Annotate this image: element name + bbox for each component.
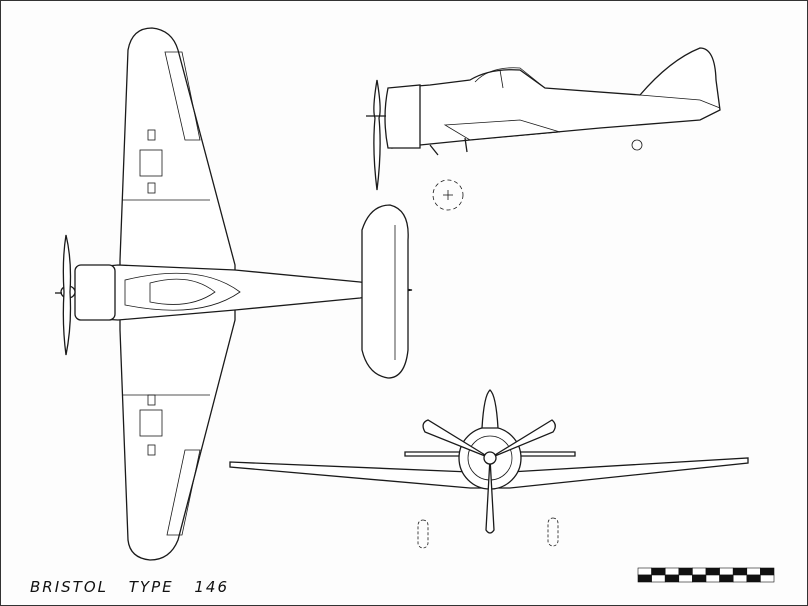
scale-bar-segment (678, 567, 693, 576)
front-view (229, 389, 749, 549)
scale-bar-segment (637, 567, 652, 576)
drawing-title: BRISTOL TYPE 146 (30, 578, 229, 596)
scale-bar-segment (705, 567, 720, 576)
scale-bar-segment (746, 567, 761, 576)
scale-bar-segment (705, 574, 720, 583)
scale-bar-segment (746, 574, 761, 583)
side-view (366, 47, 721, 211)
scale-bar-segment (719, 567, 734, 576)
scale-bar-segment (651, 567, 666, 576)
scale-bar-segment (732, 574, 748, 583)
front-propeller (422, 419, 556, 534)
scale-bar-segment (692, 567, 707, 576)
plan-view (55, 27, 413, 561)
scale-bar-segment (760, 574, 775, 583)
scale-bar-segment (678, 574, 693, 583)
scale-bar-segment (719, 574, 734, 583)
side-fuselage (391, 47, 721, 149)
scale-bar-segment (732, 567, 748, 576)
scale-bar-segment (651, 574, 666, 583)
scale-bar-segment (664, 574, 680, 583)
plan-tailplane (361, 204, 409, 379)
scale-bar (637, 567, 775, 583)
scale-bar-segment (637, 574, 652, 583)
scale-bar-segment (760, 567, 775, 576)
scale-bar-segment (692, 574, 707, 583)
plan-propeller (62, 234, 72, 356)
side-propeller (373, 79, 381, 191)
scale-bar-segment (664, 567, 680, 576)
